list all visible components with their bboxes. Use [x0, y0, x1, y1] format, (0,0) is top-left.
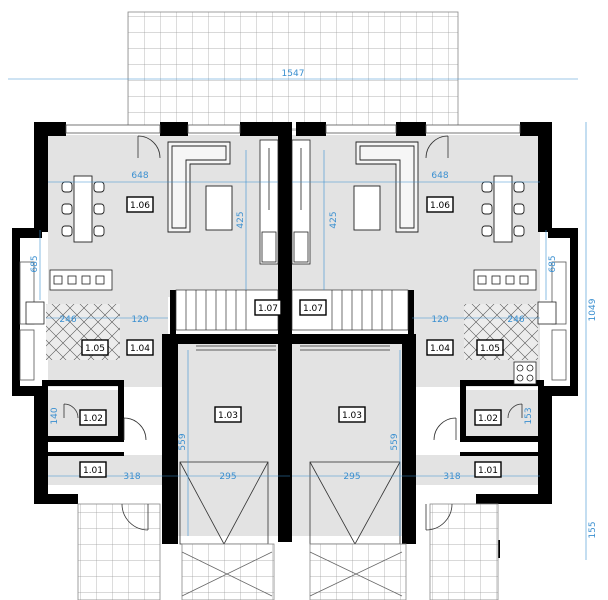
room-label: 1.03	[218, 411, 238, 421]
room-label: 1.01	[83, 466, 103, 476]
dim-living-width-left: 648	[131, 171, 148, 181]
room-hall-left: 1.04	[126, 339, 154, 356]
room-label: 1.04	[130, 344, 150, 354]
room-wc-left: 1.02	[79, 409, 107, 426]
room-label: 1.04	[430, 344, 450, 354]
dim-front-projection: 155	[588, 521, 598, 538]
room-label: 1.07	[303, 304, 323, 314]
kitchen-furniture	[25, 269, 557, 385]
dim-dining-depth-left: 685	[30, 255, 40, 272]
room-kitchen-left: 1.05	[81, 339, 109, 356]
dim-living-width-right: 648	[431, 171, 448, 181]
room-stairs-left: 1.07	[254, 299, 282, 316]
room-entrance-left: 1.01	[79, 461, 107, 478]
porch-paving	[77, 503, 499, 600]
room-garage-right: 1.03	[338, 406, 366, 423]
dim-garage-width-right: 295	[343, 472, 360, 482]
dim-dining-depth-right: 685	[548, 255, 558, 272]
sofa-left	[167, 141, 233, 233]
dim-kitchen-width-right: 246	[507, 315, 524, 325]
room-living-right: 1.06	[426, 196, 454, 213]
room-wc-right: 1.02	[474, 409, 502, 426]
dim-bath-right: 153	[524, 407, 534, 424]
room-garage-left: 1.03	[214, 406, 242, 423]
dim-kitchen-gap-left: 120	[131, 315, 148, 325]
dim-kitchen-width-left: 246	[59, 315, 76, 325]
terrace-paving	[127, 11, 459, 131]
dimension-lines	[8, 78, 587, 560]
room-label: 1.06	[130, 201, 150, 211]
door-swings	[63, 135, 523, 531]
dim-living-depth-left: 425	[236, 211, 246, 228]
sofa-right	[353, 141, 419, 233]
room-kitchen-right: 1.05	[476, 339, 504, 356]
dim-living-depth-right: 425	[329, 211, 339, 228]
room-label: 1.07	[258, 304, 278, 314]
dim-garage-depth-left: 559	[178, 433, 188, 450]
room-label: 1.02	[478, 414, 498, 424]
room-living-left: 1.06	[126, 196, 154, 213]
walls	[12, 122, 578, 558]
room-stairs-right: 1.07	[299, 299, 327, 316]
cabinets	[259, 139, 311, 265]
room-label: 1.06	[430, 201, 450, 211]
dim-entry-width-right: 318	[443, 472, 460, 482]
dining-table-right	[481, 175, 525, 243]
room-labels: 1.06 1.06 1.05 1.05 1.04 1.04 1.07 1.07	[79, 196, 504, 478]
room-entrance-right: 1.01	[474, 461, 502, 478]
room-label: 1.02	[83, 414, 103, 424]
room-label: 1.03	[342, 411, 362, 421]
dim-kitchen-gap-right: 120	[431, 315, 448, 325]
room-hall-right: 1.04	[426, 339, 454, 356]
dining-table-left	[61, 175, 105, 243]
dim-bath-left: 140	[50, 407, 60, 424]
garage-doors	[179, 461, 407, 600]
dimension-labels: 1547 648 648 425 425 685 685 246 120 120…	[30, 69, 598, 539]
room-label: 1.05	[85, 344, 105, 354]
dim-garage-depth-right: 559	[390, 433, 400, 450]
dim-overall-depth: 1049	[588, 298, 598, 321]
dim-garage-width-left: 295	[219, 472, 236, 482]
room-label: 1.05	[480, 344, 500, 354]
dim-overall-width: 1547	[282, 69, 305, 79]
room-label: 1.01	[478, 466, 498, 476]
dim-entry-width-left: 318	[123, 472, 140, 482]
